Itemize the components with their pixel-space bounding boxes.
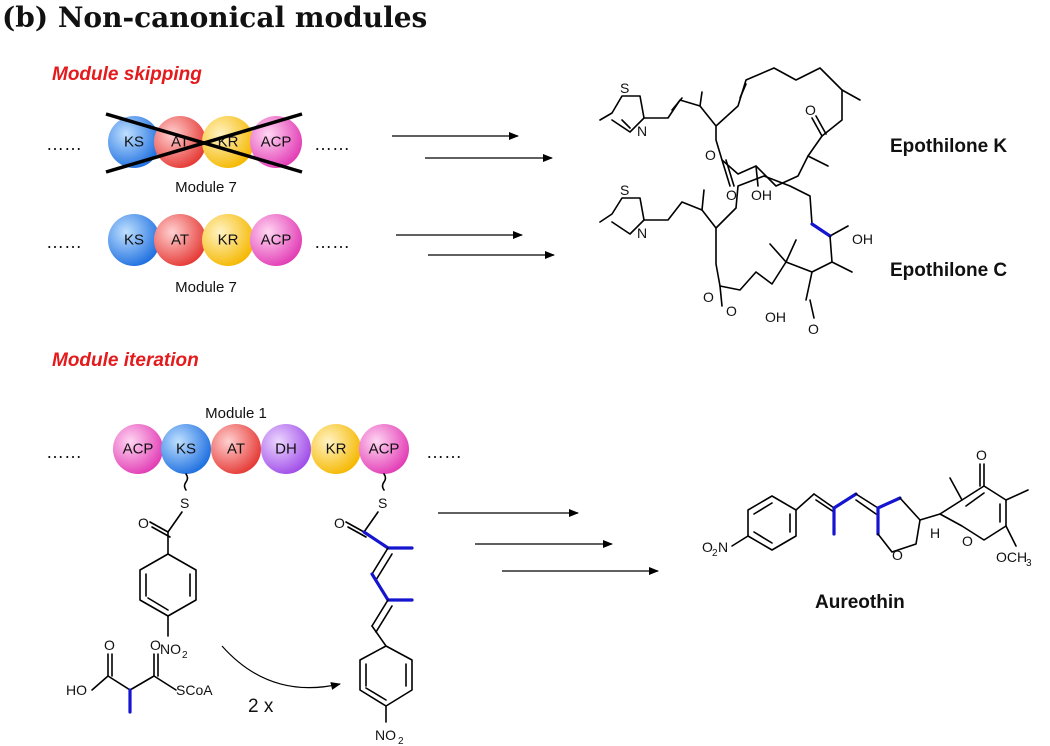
svg-text:ACP: ACP <box>369 441 400 458</box>
acp-bound-intermediate: S O NO 2 <box>334 473 414 746</box>
svg-text:OCH: OCH <box>996 549 1027 565</box>
svg-text:N: N <box>637 225 647 241</box>
svg-text:3: 3 <box>1026 558 1032 569</box>
aureothin-structure: O 2 N O H O O OCH 3 <box>702 447 1032 569</box>
epothilone-k-structure: S N O O O OH <box>599 67 861 203</box>
svg-text:OH: OH <box>751 187 772 203</box>
compound-aureothin: Aureothin <box>815 592 905 613</box>
domain-KS: KS <box>108 214 160 266</box>
module-label: Module 1 <box>205 405 267 422</box>
svg-text:O: O <box>892 547 903 563</box>
svg-text:O: O <box>726 187 737 203</box>
curved-arrow <box>221 645 341 690</box>
module-label: Module 7 <box>175 279 237 296</box>
svg-text:S: S <box>620 80 629 96</box>
domain-KS: KS <box>108 116 160 168</box>
svg-text:H: H <box>930 525 940 541</box>
svg-text:KR: KR <box>326 441 347 458</box>
section-module-skipping: Module skipping <box>52 64 202 85</box>
domain-ACP: ACP <box>250 116 302 168</box>
svg-text:N: N <box>718 539 728 555</box>
ellipsis-right: …… <box>314 134 350 154</box>
epothilone-c-structure: S N OH O O OH O <box>599 175 873 337</box>
svg-text:O: O <box>962 533 973 549</box>
domain-KS: KS <box>161 424 211 474</box>
domain-DH: DH <box>261 424 311 474</box>
svg-text:N: N <box>637 123 647 139</box>
methylmalonyl-coa: HO O O SCoA <box>66 637 213 714</box>
svg-text:DH: DH <box>275 441 297 458</box>
svg-text:NO: NO <box>160 641 181 657</box>
section-module-iteration: Module iteration <box>52 350 199 371</box>
svg-text:NO: NO <box>375 727 396 743</box>
svg-text:KS: KS <box>124 232 144 249</box>
svg-text:2: 2 <box>182 650 188 661</box>
ellipsis-left: …… <box>46 442 82 462</box>
domain-KR: KR <box>202 214 254 266</box>
svg-text:S: S <box>378 495 387 511</box>
ellipsis-right: …… <box>426 442 462 462</box>
domain-ACP: ACP <box>359 424 409 474</box>
compound-epothilone-c: Epothilone C <box>890 260 1007 281</box>
svg-text:O: O <box>726 303 737 319</box>
svg-text:ACP: ACP <box>261 232 292 249</box>
svg-text:OH: OH <box>765 309 786 325</box>
cross-mark <box>105 112 303 174</box>
svg-text:AT: AT <box>227 441 245 458</box>
domain-AT: AT <box>211 424 261 474</box>
module-1: ACP KS AT DH KR ACP <box>113 424 409 474</box>
svg-text:2: 2 <box>712 548 718 559</box>
ellipsis-left: …… <box>46 134 82 154</box>
svg-text:O: O <box>702 539 713 555</box>
svg-text:O: O <box>976 447 987 463</box>
svg-text:O: O <box>805 102 816 118</box>
domain-ACP: ACP <box>113 424 163 474</box>
domain-KR: KR <box>311 424 361 474</box>
svg-text:O: O <box>705 147 716 163</box>
svg-text:O: O <box>334 515 345 531</box>
svg-text:2: 2 <box>398 736 404 746</box>
svg-text:AT: AT <box>171 232 189 249</box>
domain-AT: AT <box>154 214 206 266</box>
svg-text:ACP: ACP <box>261 134 292 151</box>
figure-title: (b) Non-canonical modules <box>2 1 427 34</box>
multiplier-label: 2 x <box>248 696 274 717</box>
svg-text:O: O <box>138 515 149 531</box>
svg-text:O: O <box>703 289 714 305</box>
svg-text:KR: KR <box>218 232 239 249</box>
compound-epothilone-k: Epothilone K <box>890 136 1007 157</box>
svg-text:HO: HO <box>66 682 87 698</box>
svg-text:O: O <box>150 637 161 653</box>
svg-text:O: O <box>104 637 115 653</box>
svg-text:S: S <box>180 495 189 511</box>
domain-ACP: ACP <box>250 214 302 266</box>
svg-text:KS: KS <box>176 441 196 458</box>
svg-text:SCoA: SCoA <box>176 682 213 698</box>
ellipsis-left: …… <box>46 232 82 252</box>
svg-text:ACP: ACP <box>123 441 154 458</box>
ellipsis-right: …… <box>314 232 350 252</box>
module-7: KS AT KR ACP <box>108 214 302 266</box>
svg-text:OH: OH <box>852 231 873 247</box>
ks-bound-intermediate: S O NO 2 <box>138 473 197 661</box>
svg-text:S: S <box>620 182 629 198</box>
svg-text:O: O <box>808 321 819 337</box>
svg-text:KS: KS <box>124 134 144 151</box>
module-label: Module 7 <box>175 179 237 196</box>
